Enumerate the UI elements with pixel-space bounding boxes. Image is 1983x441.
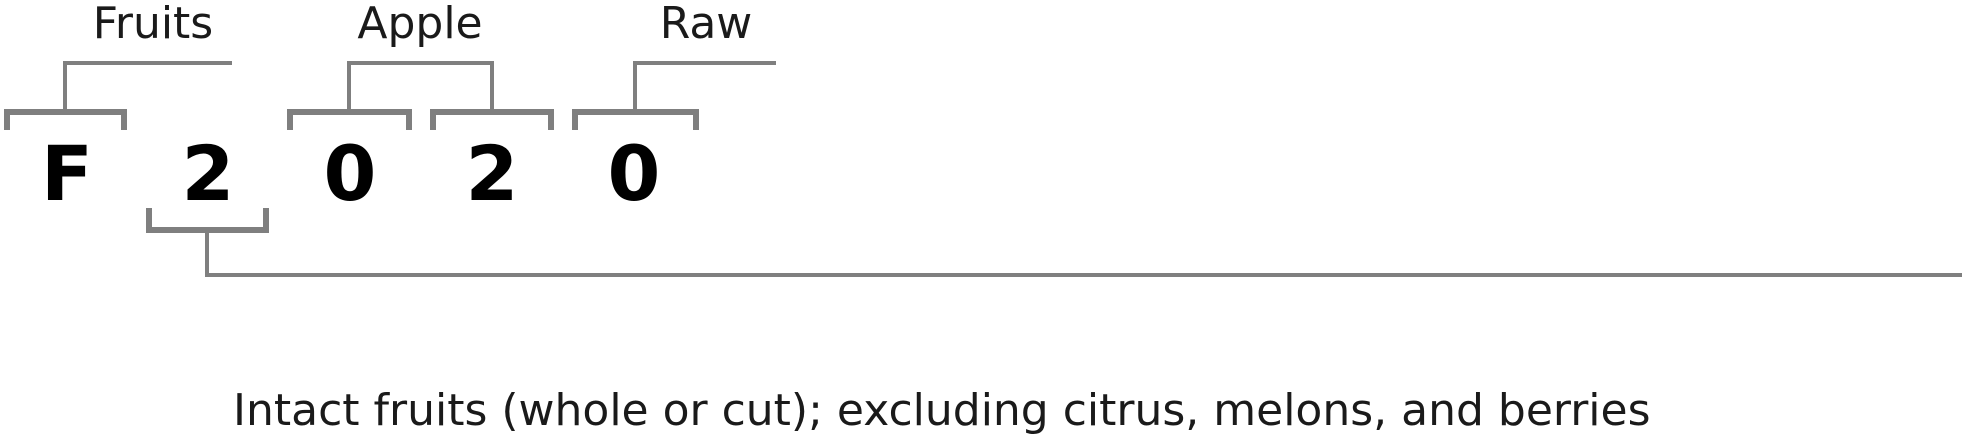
bracket-raw (572, 61, 776, 130)
code-char-4: 2 (466, 129, 519, 218)
label-apple: Apple (357, 0, 482, 49)
code-char-2: 2 (182, 129, 235, 218)
code-char-3: 0 (324, 129, 377, 218)
bracket-apple (287, 61, 554, 130)
label-subgroup: Intact fruits (whole or cut); excluding … (233, 385, 1651, 436)
bracket-fruits (4, 61, 232, 130)
label-fruits: Fruits (93, 0, 213, 49)
code-char-5: 0 (608, 129, 661, 218)
code-char-1: F (41, 129, 93, 218)
label-raw: Raw (660, 0, 753, 49)
bracket-subgroup (146, 208, 1962, 277)
